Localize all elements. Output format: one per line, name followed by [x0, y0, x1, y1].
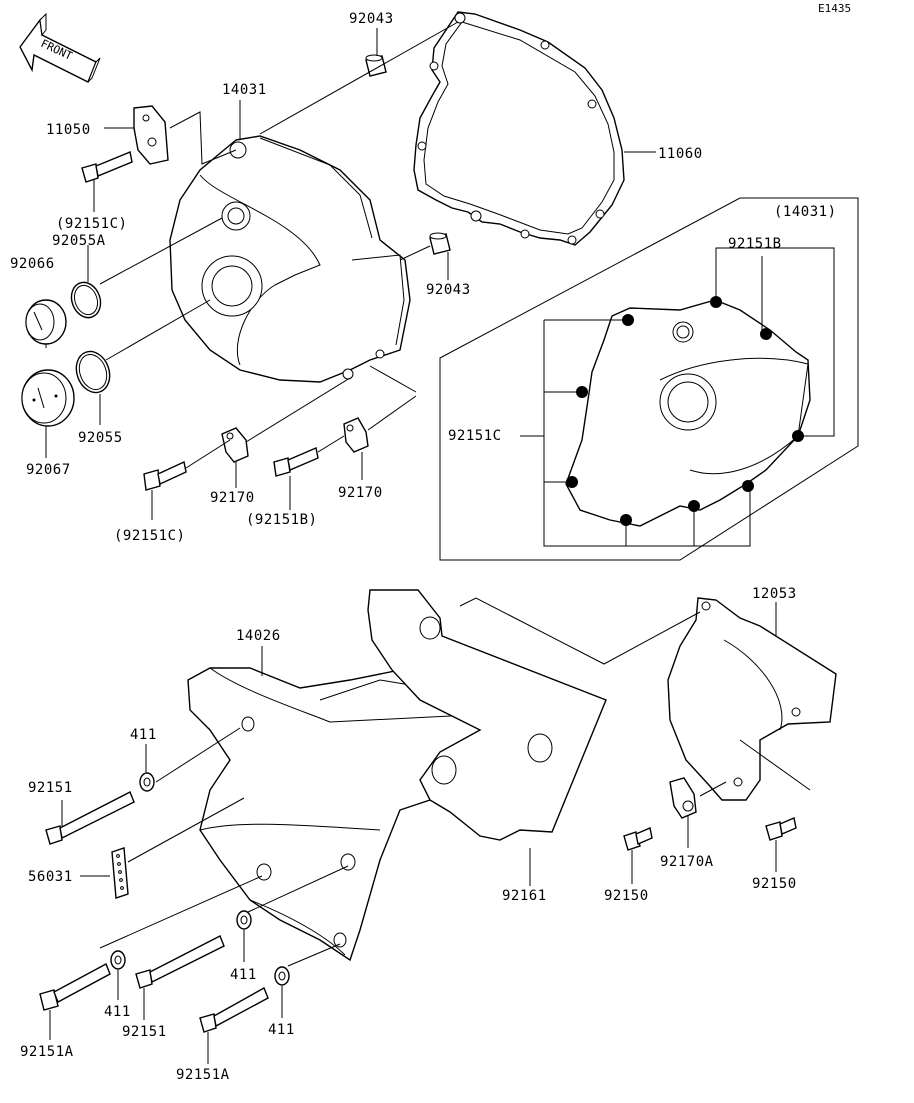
o-ring-92055 [75, 350, 111, 394]
label-411-a: 411 [130, 727, 157, 743]
bolt-92150-right [765, 817, 797, 841]
plug-92066 [25, 299, 67, 345]
label-92151A-b: 92151A [176, 1067, 230, 1083]
clamp-92170-left [221, 427, 249, 463]
bolt-92151-lower [135, 935, 225, 989]
chain-guard-12053 [667, 597, 837, 801]
bolt-92151A-right [199, 986, 269, 1033]
label-92170-a: 92170 [210, 490, 255, 506]
bolt-92151B [273, 447, 319, 477]
label-14026: 14026 [236, 628, 281, 644]
damper-56031 [111, 847, 129, 899]
label-92150-a: 92150 [604, 888, 649, 904]
leader-lines-upper [45, 21, 656, 520]
label-92151-a: 92151 [28, 780, 73, 796]
gasket-11060 [413, 11, 625, 246]
label-411-c: 411 [104, 1004, 131, 1020]
label-92161: 92161 [502, 888, 547, 904]
label-92151C-a: (92151C) [56, 216, 127, 232]
label-92151B-a: (92151B) [246, 512, 317, 528]
bracket-11050 [133, 105, 169, 165]
label-92151-b: 92151 [122, 1024, 167, 1040]
label-92150-b: 92150 [752, 876, 797, 892]
inset-label-92151B: 92151B [728, 236, 782, 252]
bolt-92151A-left [39, 963, 111, 1011]
label-92055: 92055 [78, 430, 123, 446]
label-92170-b: 92170 [338, 485, 383, 501]
front-arrow-icon: FRONT [19, 12, 101, 83]
washer-411-d [274, 966, 290, 986]
bolt-92151-upper [45, 791, 135, 845]
o-ring-92055A [70, 281, 102, 319]
clamp-92170A [669, 777, 697, 819]
washer-411-c [110, 950, 126, 970]
label-92043-mid: 92043 [426, 282, 471, 298]
label-92170A: 92170A [660, 854, 714, 870]
plug-92067 [21, 369, 75, 427]
bolt-92151C-lower [143, 460, 187, 491]
label-92151C-b: (92151C) [114, 528, 185, 544]
label-92043-top: 92043 [349, 11, 394, 27]
label-56031: 56031 [28, 869, 73, 885]
label-92151A-a: 92151A [20, 1044, 74, 1060]
guard-plate-92161 [367, 589, 607, 841]
washer-411-a [139, 772, 155, 792]
label-411-d: 411 [268, 1022, 295, 1038]
dowel-pin-92043-mid [429, 232, 451, 255]
label-411-b: 411 [230, 967, 257, 983]
label-11060: 11060 [658, 146, 703, 162]
generator-cover-14031 [169, 135, 411, 383]
clamp-92170-right [343, 417, 369, 453]
label-14031: 14031 [222, 82, 267, 98]
leader-lines-lower [49, 597, 811, 1064]
washer-411-b [236, 910, 252, 930]
bolt-92150-left [623, 827, 653, 851]
label-92066: 92066 [10, 256, 55, 272]
label-12053: 12053 [752, 586, 797, 602]
bolt-92151C-upper [81, 151, 133, 183]
label-92067: 92067 [26, 462, 71, 478]
inset-title: (14031) [774, 204, 837, 220]
label-92055A: 92055A [52, 233, 106, 249]
diagram-code: E1435 [818, 2, 851, 15]
inset-label-92151C: 92151C [448, 428, 502, 444]
inset-14031: (14031) 92151B 92151C [439, 197, 859, 561]
label-11050: 11050 [46, 122, 91, 138]
